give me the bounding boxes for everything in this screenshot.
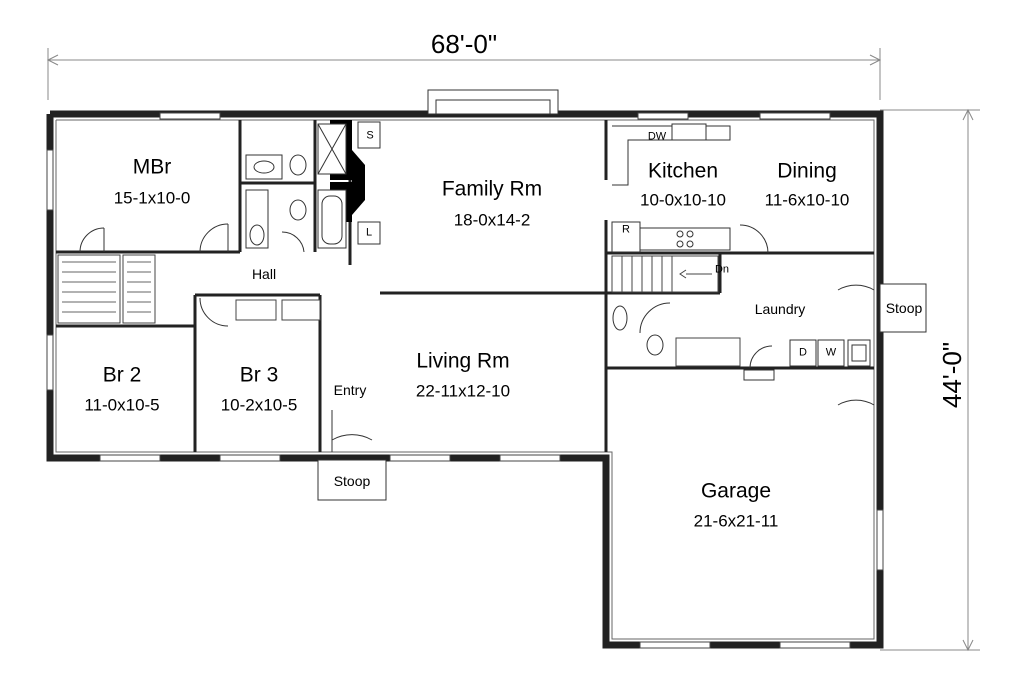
depth-dimension-line xyxy=(880,108,980,652)
label-washer: W xyxy=(825,346,837,359)
small-s-closet xyxy=(357,121,381,149)
label-l: L xyxy=(365,226,373,239)
room-name-dining: Dining xyxy=(777,159,837,183)
label-refrigerator: R xyxy=(622,223,630,236)
room-size-mbr: 15-1x10-0 xyxy=(113,188,191,208)
room-size-living: 22-11x12-10 xyxy=(415,381,511,401)
room-name-br3: Br 3 xyxy=(239,363,279,387)
stairs xyxy=(611,255,719,293)
room-size-br2: 11-0x10-5 xyxy=(84,395,160,415)
overall-depth-label: 44'-0" xyxy=(937,341,967,409)
door-swings xyxy=(79,223,875,452)
exterior-walls xyxy=(46,110,884,649)
laundry-door-landing xyxy=(743,369,775,381)
room-name-br2: Br 2 xyxy=(102,363,142,387)
front-stoop xyxy=(317,459,387,501)
label-entry: Entry xyxy=(333,382,367,398)
room-name-mbr: MBr xyxy=(132,155,172,179)
room-size-br3: 10-2x10-5 xyxy=(220,395,298,415)
label-stairs-down: Dn xyxy=(714,263,730,276)
room-name-garage: Garage xyxy=(700,479,772,503)
room-name-living: Living Rm xyxy=(416,349,510,373)
bathroom-fixtures xyxy=(245,123,664,356)
label-dishwasher: DW xyxy=(647,130,667,143)
interior-walls xyxy=(56,120,874,452)
side-stoop xyxy=(879,283,927,333)
label-laundry: Laundry xyxy=(754,301,806,317)
label-hall: Hall xyxy=(251,266,277,282)
small-l-closet xyxy=(357,221,381,245)
exterior-wall-inner-line xyxy=(55,119,875,640)
label-dryer: D xyxy=(799,346,807,359)
overall-width-label: 68'-0" xyxy=(430,29,498,59)
room-size-garage: 21-6x21-11 xyxy=(693,511,779,531)
room-size-kitchen: 10-0x10-10 xyxy=(639,190,727,210)
laundry-appliances xyxy=(789,339,871,367)
fireplace-inner xyxy=(435,99,551,115)
width-dimension-line xyxy=(46,48,882,100)
label-stoop-side: Stoop xyxy=(885,300,923,316)
label-stoop-front: Stoop xyxy=(333,473,371,489)
room-name-kitchen: Kitchen xyxy=(647,159,719,183)
room-name-family: Family Rm xyxy=(441,177,543,201)
closet-hatching xyxy=(62,261,151,313)
room-size-dining: 11-6x10-10 xyxy=(764,190,850,210)
kitchen-counters xyxy=(611,123,731,253)
windows xyxy=(46,112,884,649)
room-size-family: 18-0x14-2 xyxy=(453,210,531,230)
label-s: S xyxy=(366,129,374,142)
